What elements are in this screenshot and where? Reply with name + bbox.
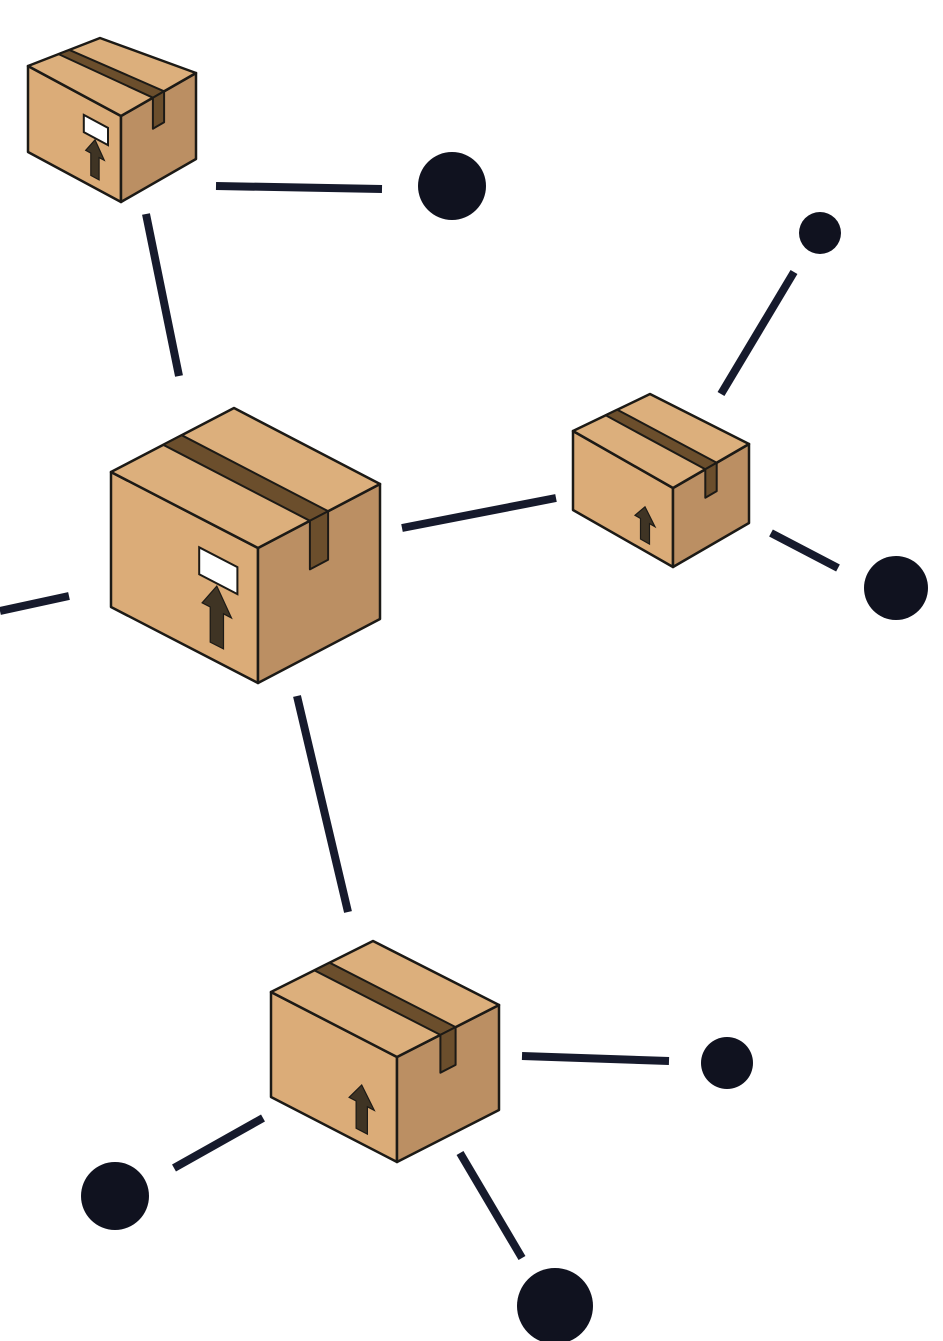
node-dot-bottom-right — [701, 1037, 753, 1089]
package-box-icon-box-center — [109, 406, 382, 685]
node-dot-top-right — [799, 212, 841, 254]
edge-box-top-left-to-dot-top — [215, 182, 383, 193]
box-tape-flap — [704, 461, 718, 499]
box-label-sticker — [198, 545, 239, 596]
up-arrow-icon — [84, 138, 106, 181]
edge-box-bottom-to-dot-bottom-right — [521, 1052, 670, 1065]
box-tape-flap — [308, 510, 330, 571]
node-dot-bottom-left — [81, 1162, 149, 1230]
up-arrow-icon — [348, 1083, 376, 1136]
node-dot-bottom — [517, 1268, 593, 1341]
node-dot-top — [418, 152, 486, 220]
edge-box-center-to-box-right — [401, 494, 557, 532]
edge-box-right-to-dot-top-right — [717, 269, 798, 397]
dots-layer — [81, 152, 928, 1341]
edge-box-right-to-dot-right — [769, 529, 840, 572]
box-label-sticker — [82, 113, 109, 147]
package-box-icon-box-top-left — [26, 36, 198, 204]
edge-box-bottom-to-dot-bottom-left — [172, 1114, 265, 1172]
boxes-layer — [26, 36, 751, 1164]
package-box-icon-box-bottom — [269, 939, 501, 1164]
box-tape-flap — [151, 90, 166, 130]
edge-box-center-to-offscreen-left — [0, 592, 70, 615]
edge-box-center-to-box-bottom — [293, 695, 352, 913]
up-arrow-icon — [633, 505, 657, 546]
package-box-icon-box-right — [571, 392, 751, 569]
up-arrow-icon — [201, 585, 233, 650]
edge-box-top-left-to-box-center — [142, 213, 183, 377]
box-tape-flap — [439, 1026, 457, 1074]
node-dot-right — [864, 556, 928, 620]
edges-layer — [0, 182, 840, 1261]
edge-box-bottom-to-dot-bottom — [456, 1150, 526, 1261]
